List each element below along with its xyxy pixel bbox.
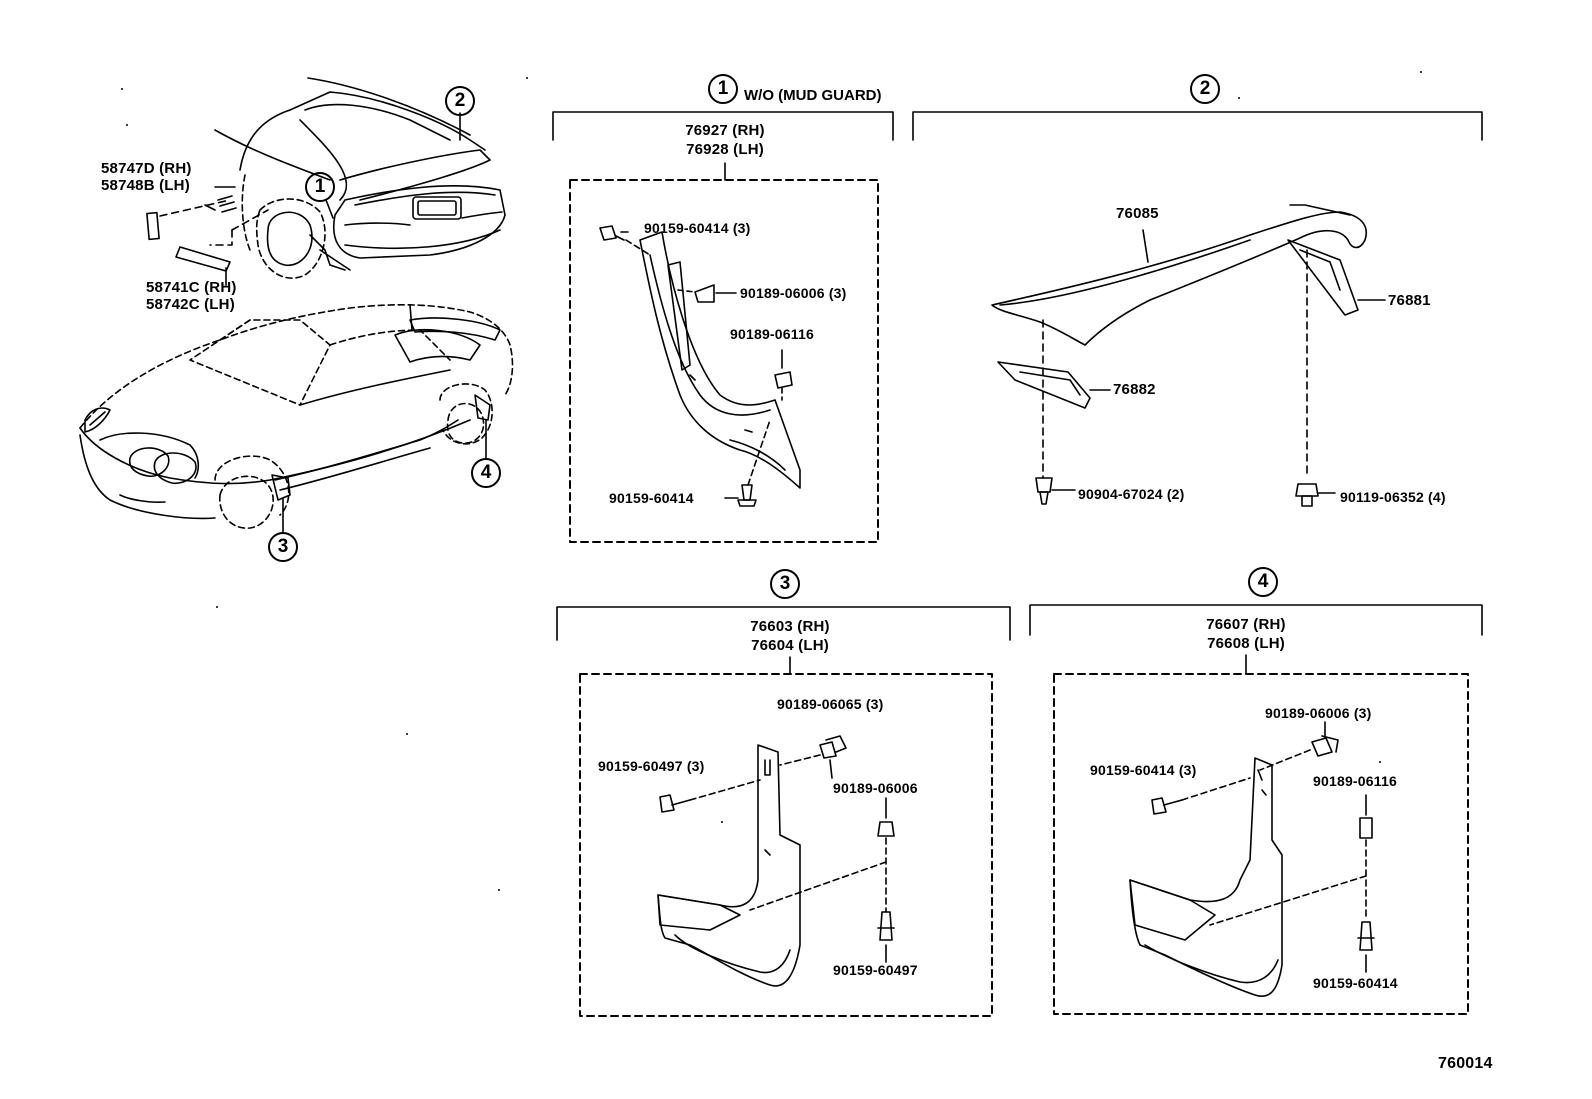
- section2-spoiler: 76085: [1116, 205, 1159, 222]
- section4-screw-a: 90159-60414 (3): [1090, 762, 1197, 778]
- section2-number: 2: [1190, 74, 1220, 104]
- emblem-leaders: [146, 112, 461, 286]
- section3-clip-a: 90189-06065 (3): [777, 696, 884, 712]
- section3-screw-a: 90159-60497 (3): [598, 758, 705, 774]
- section3-number: 3: [770, 569, 800, 599]
- section4-part-rh: 76607 (RH): [1206, 616, 1286, 633]
- section1-part: [599, 225, 801, 507]
- diagram-code: 760014: [1438, 1055, 1493, 1072]
- section3-part-rh: 76603 (RH): [750, 618, 830, 635]
- scan-specks: [121, 71, 1422, 891]
- section2-part: [991, 204, 1386, 507]
- emblem-lh-label: 58748B (LH): [101, 177, 190, 194]
- section3-screw-b: 90159-60497: [833, 962, 918, 978]
- section1-screw-bottom: 90159-60414: [609, 490, 694, 506]
- section4-number: 4: [1248, 567, 1278, 597]
- section1-clip-b: 90189-06116: [730, 326, 814, 342]
- stripe-lh-label: 58742C (LH): [146, 296, 235, 313]
- section1-part-lh: 76928 (LH): [686, 141, 764, 158]
- rear-car-illustration: [204, 77, 506, 279]
- section1-note: W/O (MUD GUARD): [744, 87, 882, 104]
- section2-fastener-l: 90904-67024 (2): [1078, 486, 1185, 502]
- dashed-boxes: [569, 179, 1469, 1017]
- stripe-rh-label: 58741C (RH): [146, 279, 237, 296]
- section1-screw-top: 90159-60414 (3): [644, 220, 751, 236]
- section3-part-lh: 76604 (LH): [751, 637, 829, 654]
- section4-clip-b: 90189-06116: [1313, 773, 1397, 789]
- section2-bolt-r: 90119-06352 (4): [1340, 489, 1446, 505]
- section1-clip-a: 90189-06006 (3): [740, 285, 847, 301]
- section4-screw-b: 90159-60414: [1313, 975, 1398, 991]
- section4-part-lh: 76608 (LH): [1207, 635, 1285, 652]
- section-brackets: [552, 111, 1483, 641]
- section2-bracket-l: 76882: [1113, 381, 1156, 398]
- section1-number: 1: [708, 74, 738, 104]
- section3-part: [657, 735, 895, 987]
- section1-part-rh: 76927 (RH): [685, 122, 765, 139]
- callout-2-circle: 2: [445, 86, 475, 116]
- callout-4-circle: 4: [471, 458, 501, 488]
- section4-clip-a: 90189-06006 (3): [1265, 705, 1372, 721]
- section2-bracket-r: 76881: [1388, 292, 1431, 309]
- section3-clip-b: 90189-06006: [833, 780, 918, 796]
- emblem-rh-label: 58747D (RH): [101, 160, 192, 177]
- callout-1-circle: 1: [305, 172, 335, 202]
- front-car-illustration: [79, 304, 514, 529]
- callout-3-circle: 3: [268, 532, 298, 562]
- section4-part: [1129, 721, 1375, 997]
